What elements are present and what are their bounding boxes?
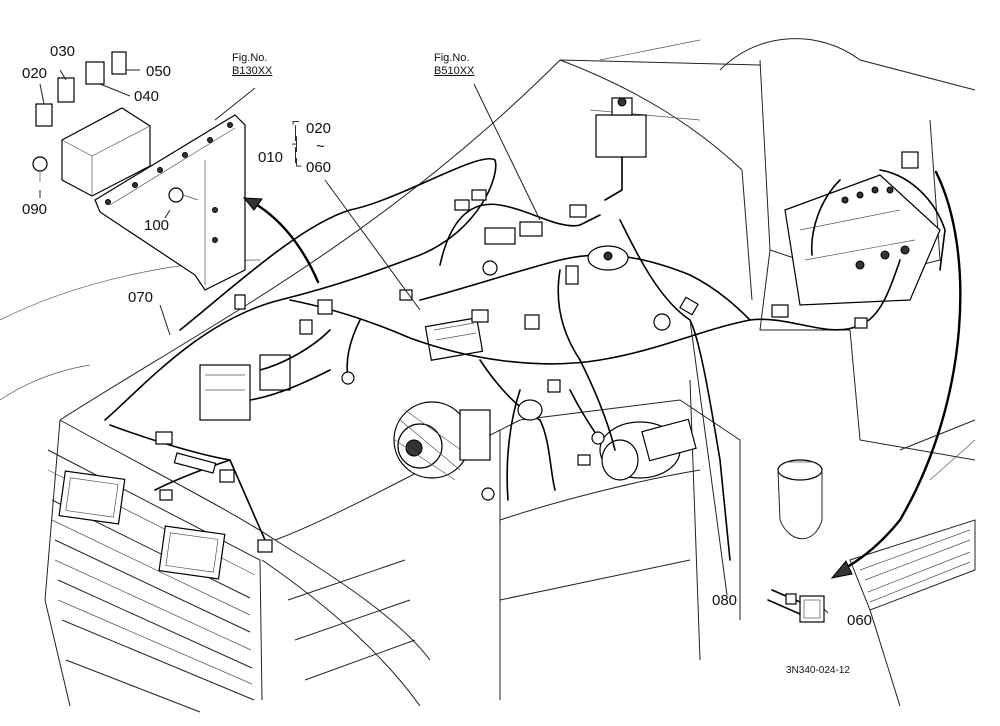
fig-ref-b130: Fig.No. B130XX bbox=[232, 52, 272, 77]
callout-100: 100 bbox=[144, 217, 170, 234]
callout-010: 010 bbox=[258, 149, 284, 166]
mounting-bracket bbox=[94, 114, 246, 291]
callout-050: 050 bbox=[146, 63, 172, 80]
figure-code: 3N340-024-12 bbox=[786, 665, 850, 676]
callout-range-start: 020 bbox=[306, 120, 332, 137]
callout-080: 080 bbox=[712, 592, 738, 609]
relay-030 bbox=[57, 77, 75, 103]
fig-ref-label: Fig.No. bbox=[232, 52, 268, 64]
callout-range-tilde: ~ bbox=[316, 138, 325, 155]
range-brace: ⌐│┤│└ bbox=[292, 114, 302, 173]
fig-ref-number: B510XX bbox=[434, 64, 475, 77]
fig-ref-label: Fig.No. bbox=[434, 52, 470, 64]
exploded-parts bbox=[32, 51, 256, 291]
bolt-100 bbox=[168, 187, 184, 203]
callout-040: 040 bbox=[134, 88, 160, 105]
callout-range-end: 060 bbox=[306, 159, 332, 176]
fuse-box bbox=[424, 317, 484, 361]
callout-020: 020 bbox=[22, 65, 48, 82]
headlights bbox=[58, 470, 226, 580]
leader-lines bbox=[159, 83, 829, 614]
callout-090: 090 bbox=[22, 201, 48, 218]
harness-connectors bbox=[155, 151, 919, 553]
reservoir bbox=[777, 459, 823, 540]
relay-040 bbox=[85, 61, 105, 85]
alternator bbox=[393, 401, 491, 481]
relay-module bbox=[199, 354, 291, 421]
bolt-090 bbox=[32, 156, 48, 172]
fig-ref-number: B130XX bbox=[232, 64, 273, 77]
dash-panel bbox=[784, 174, 941, 306]
callout-070: 070 bbox=[128, 289, 154, 306]
relay-020 bbox=[35, 103, 53, 127]
callout-030: 030 bbox=[50, 43, 76, 60]
callout-arrows bbox=[242, 170, 962, 579]
fig-ref-b510: Fig.No. B510XX bbox=[434, 52, 474, 77]
expansion-tank bbox=[595, 97, 647, 201]
step-plate bbox=[849, 519, 976, 707]
connector-060 bbox=[767, 589, 825, 623]
callout-060-connector: 060 bbox=[847, 612, 873, 629]
starter-motor bbox=[599, 418, 697, 481]
relay-050 bbox=[111, 51, 127, 75]
